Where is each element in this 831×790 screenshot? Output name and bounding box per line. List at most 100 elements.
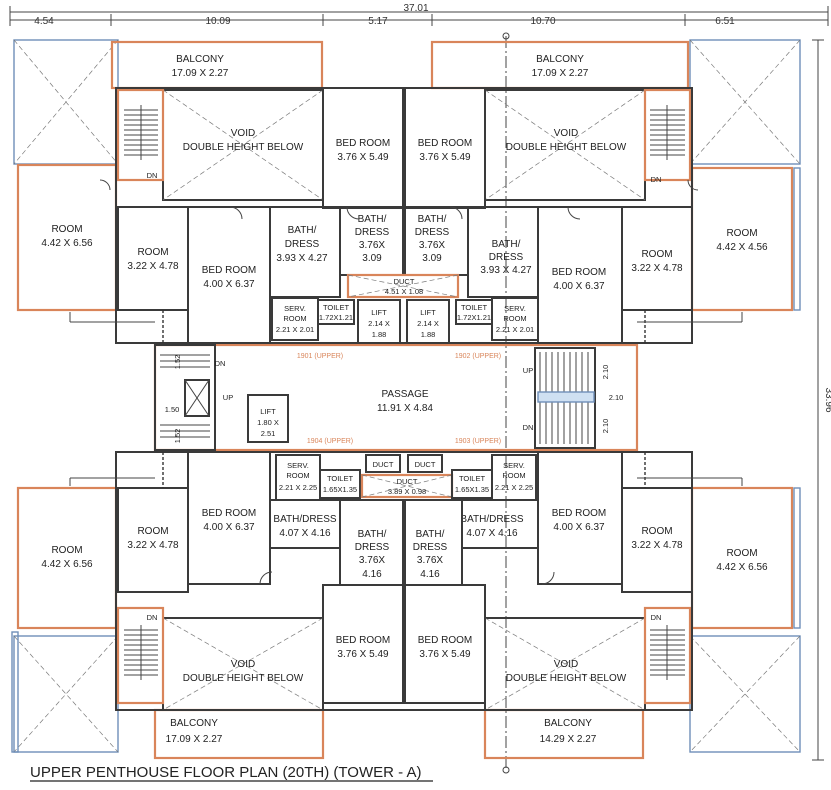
bath-dim: 3.76X xyxy=(419,240,445,251)
plan-title: UPPER PENTHOUSE FLOOR PLAN (20TH) (TOWER… xyxy=(30,764,433,782)
bath-label: BATH/ xyxy=(418,214,447,225)
dn-label: DN xyxy=(651,613,662,622)
flat-1904-label: 1904 (UPPER) xyxy=(307,438,353,445)
bath-dim: 3.76X xyxy=(417,555,443,566)
balcony-top-right: BALCONY 17.09 X 2.27 xyxy=(430,40,690,90)
room-bottom-right-large: ROOM 4.42 X 6.56 xyxy=(690,486,794,630)
room-dim: 3.22 X 4.78 xyxy=(127,540,179,551)
duct-dim: 4.51 X 1.08 xyxy=(385,287,423,296)
dim-top-3: 5.17 xyxy=(368,16,388,27)
bath-dim: 3.93 X 4.27 xyxy=(480,265,532,276)
up-label: UP xyxy=(523,366,533,375)
lift-dim-2: 1.88 xyxy=(421,330,436,339)
lift-top-right: LIFT 2.14 X 1.88 xyxy=(406,299,450,345)
serv-label: SERV. xyxy=(284,304,306,313)
dim-overall: 37.01 xyxy=(403,3,428,14)
passage-label: PASSAGE xyxy=(381,389,428,400)
bath-dress-top-left: BATH/ DRESS 3.93 X 4.27 xyxy=(269,206,341,298)
serv-dim: 2.21 X 2.25 xyxy=(495,483,533,492)
dn-label: DN xyxy=(523,423,534,432)
terrace-bottom-right xyxy=(689,635,801,753)
toilet-dim: 1.72X1.21 xyxy=(457,313,491,322)
bath-dim-2: 4.16 xyxy=(420,569,440,580)
dress-label: DRESS xyxy=(413,542,448,553)
bath-dress-bottom-left: BATH/DRESS 4.07 X 4.16 xyxy=(269,499,341,549)
toilet-bottom-left: TOILET 1.65X1.35 xyxy=(319,469,361,499)
bath-label: BATH/ xyxy=(358,214,387,225)
bath-dress-bottom-right: BATH/DRESS 4.07 X 4.16 xyxy=(460,499,539,549)
bath-label: BATH/ xyxy=(358,529,387,540)
bath-label: BATH/DRESS xyxy=(273,514,336,525)
duct-label: DUCT xyxy=(394,277,415,286)
top-dimension-line: 37.01 4.54 10.09 5.17 10.70 6.51 xyxy=(9,3,829,27)
balcony-label: BALCONY xyxy=(176,54,224,65)
room-label: ROOM xyxy=(51,545,82,556)
lift-label: LIFT xyxy=(260,407,276,416)
bedroom-dim: 3.76 X 5.49 xyxy=(419,152,471,163)
room-dim: 4.42 X 6.56 xyxy=(41,559,93,570)
dn-label: DN xyxy=(651,175,662,184)
stair-bottom-left: DN xyxy=(116,606,165,705)
bath-dim: 4.07 X 4.16 xyxy=(466,528,518,539)
bath-dim-2: 3.09 xyxy=(422,253,442,264)
bedroom-top-left: BED ROOM 4.00 X 6.37 xyxy=(187,206,271,344)
bedroom-bottom-center-left: BED ROOM 3.76 X 5.49 xyxy=(322,584,404,704)
bedroom-label: BED ROOM xyxy=(552,267,606,278)
dim-top-5: 6.51 xyxy=(715,16,735,27)
bedroom-dim: 4.00 X 6.37 xyxy=(553,522,605,533)
stair-dim-2: 2.10 xyxy=(609,393,624,402)
stair-dim-3: 2.10 xyxy=(601,419,610,434)
lift-dim-2: 2.51 xyxy=(261,429,276,438)
dim-top-1: 4.54 xyxy=(34,16,54,27)
balcony-label: BALCONY xyxy=(170,718,218,729)
toilet-label: TOILET xyxy=(461,303,488,312)
dress-label: DRESS xyxy=(285,239,320,250)
void-label: VOID xyxy=(231,128,255,139)
room-bottom-left-small: ROOM 3.22 X 4.78 xyxy=(117,487,189,593)
bath-dim: 4.07 X 4.16 xyxy=(279,528,331,539)
bedroom-label: BED ROOM xyxy=(418,635,472,646)
dim-right: 33.96 xyxy=(823,387,831,412)
dress-label: DRESS xyxy=(489,252,524,263)
flat-1902-label: 1902 (UPPER) xyxy=(455,353,501,360)
balcony-dim: 17.09 X 2.27 xyxy=(532,68,589,79)
duct-label: DUCT xyxy=(415,460,436,469)
toilet-top-right: TOILET 1.72X1.21 xyxy=(455,299,493,325)
dress-label: DRESS xyxy=(355,542,390,553)
void-label: VOID xyxy=(554,128,578,139)
bedroom-label: BED ROOM xyxy=(552,508,606,519)
serv-room-bottom-left: SERV. ROOM 2.21 X 2.25 xyxy=(275,454,321,501)
duct-label: DUCT xyxy=(397,477,418,486)
balcony-dim: 17.09 X 2.27 xyxy=(166,734,223,745)
lift-dim: 2.14 X xyxy=(368,319,390,328)
void-label: VOID xyxy=(231,659,255,670)
serv-room-top-right: SERV. ROOM 2.21 X 2.01 xyxy=(491,297,539,341)
balcony-bottom-right: BALCONY 14.29 X 2.27 xyxy=(483,708,645,760)
flat-1901-label: 1901 (UPPER) xyxy=(297,353,343,360)
bedroom-dim: 4.00 X 6.37 xyxy=(203,522,255,533)
void-bottom-left: VOID DOUBLE HEIGHT BELOW xyxy=(162,617,324,711)
bedroom-top-center-left: BED ROOM 3.76 X 5.49 xyxy=(322,87,404,209)
balcony-dim: 17.09 X 2.27 xyxy=(172,68,229,79)
bedroom-top-right: BED ROOM 4.00 X 6.37 xyxy=(537,206,623,344)
balcony-label: BALCONY xyxy=(544,718,592,729)
dn-label: DN xyxy=(147,613,158,622)
room-top-left-small: ROOM 3.22 X 4.78 xyxy=(117,206,189,311)
stair-dim-2: 1.50 xyxy=(165,405,180,414)
duct-label: DUCT xyxy=(373,460,394,469)
bedroom-label: BED ROOM xyxy=(336,138,390,149)
void-note: DOUBLE HEIGHT BELOW xyxy=(506,142,627,153)
balcony-label: BALCONY xyxy=(536,54,584,65)
stair-dim-1: 1.52 xyxy=(173,355,182,370)
toilet-dim: 1.65X1.35 xyxy=(323,485,357,494)
bedroom-bottom-right: BED ROOM 4.00 X 6.37 xyxy=(537,451,623,585)
bedroom-dim: 4.00 X 6.37 xyxy=(203,279,255,290)
core-stair-right: UP DN 2.10 2.10 2.10 xyxy=(523,347,624,449)
toilet-top-left: TOILET 1.72X1.21 xyxy=(317,299,355,325)
bath-dim: 3.76X xyxy=(359,555,385,566)
room-label: ROOM xyxy=(726,228,757,239)
serv-label: SERV. xyxy=(287,461,309,470)
serv-label: SERV. xyxy=(504,304,526,313)
bath-dim-2: 4.16 xyxy=(362,569,382,580)
room-top-right-large: ROOM 4.42 X 4.56 xyxy=(690,166,794,312)
